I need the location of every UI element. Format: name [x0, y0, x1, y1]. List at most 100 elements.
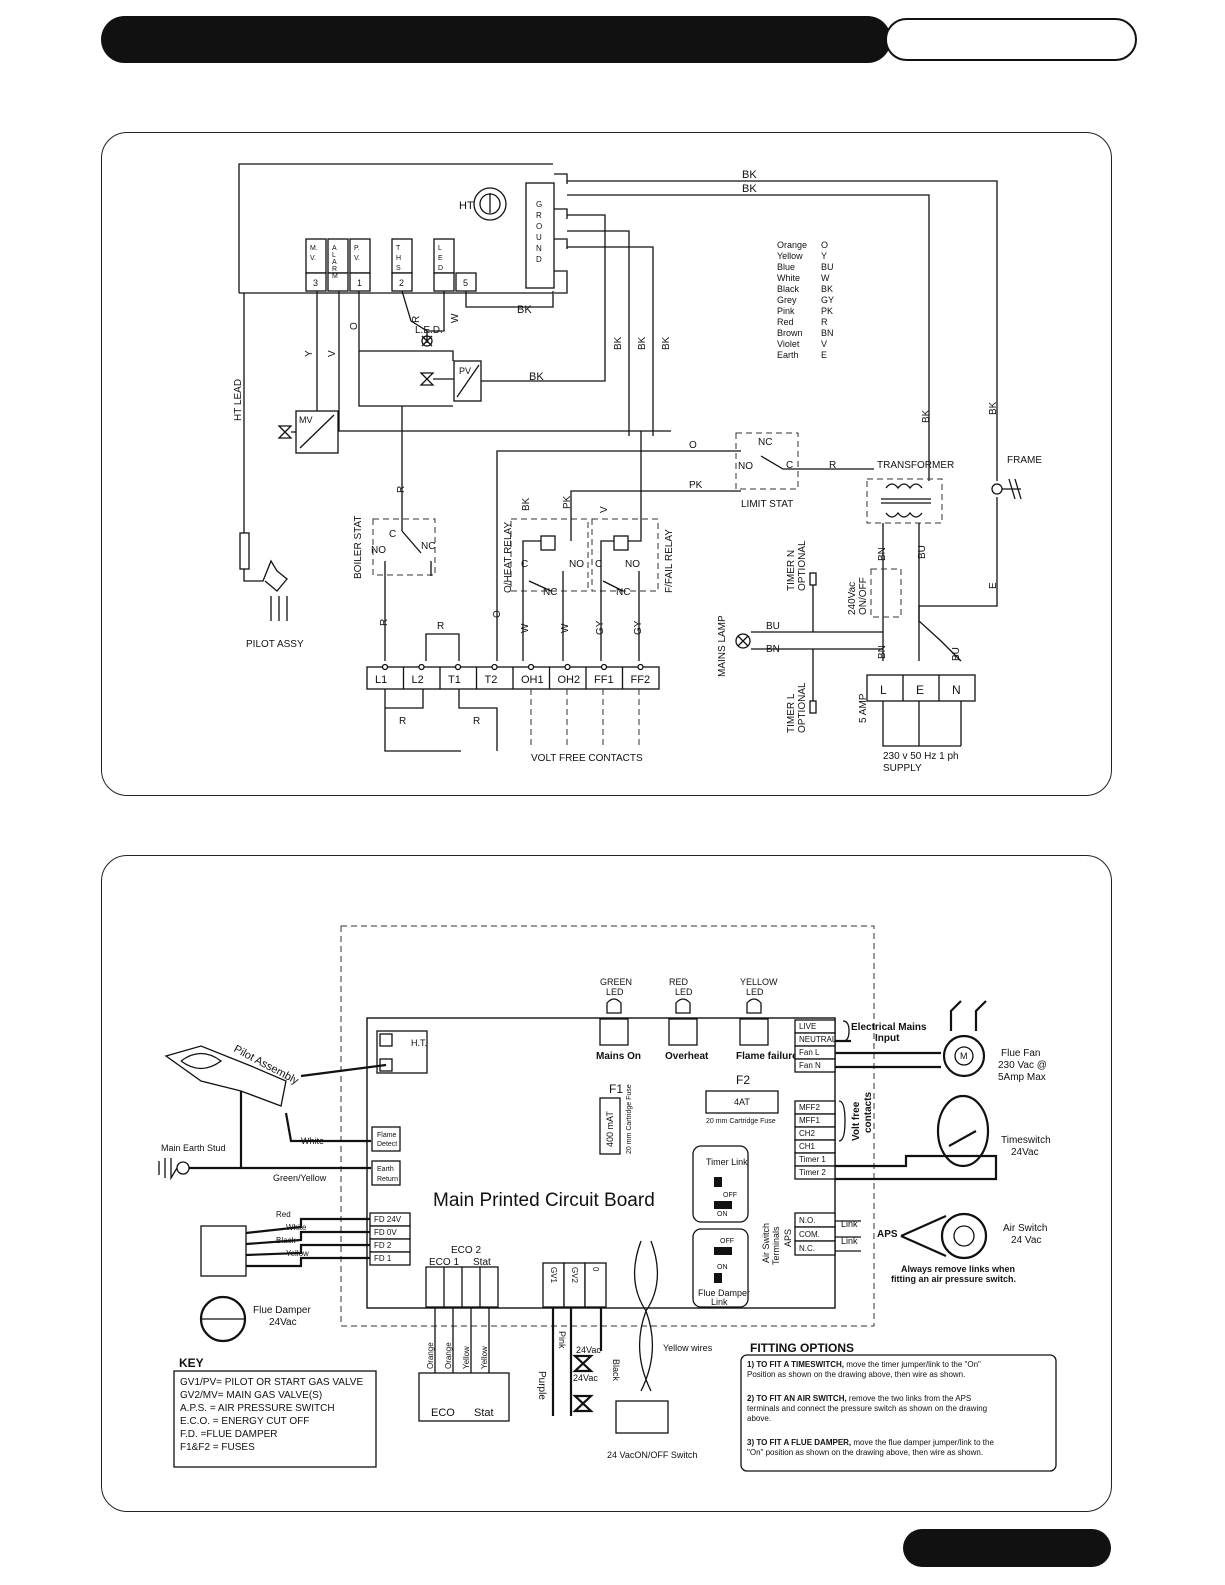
terminal-label: FF2	[631, 674, 651, 686]
svg-text:GV2: GV2	[570, 1267, 579, 1284]
eco-stat-box	[418, 1372, 510, 1422]
fd-wire-label: White	[286, 1223, 307, 1232]
ground-letter: O	[536, 222, 542, 231]
svg-text:FD 0V: FD 0V	[374, 1228, 397, 1237]
control-block-letter: H	[396, 255, 401, 262]
bk-wire-1	[567, 180, 998, 481]
board-title: Main Printed Circuit Board	[433, 1190, 655, 1211]
ground-letter: G	[536, 200, 542, 209]
svg-text:0: 0	[591, 1267, 600, 1272]
control-block-letter: D	[438, 265, 443, 272]
svg-text:5Amp Max: 5Amp Max	[998, 1072, 1046, 1083]
svg-text:BK: BK	[637, 336, 648, 350]
svg-text:O: O	[689, 440, 697, 451]
colour-key-name: Blue	[777, 262, 795, 272]
control-block-letter: R	[332, 266, 337, 273]
svg-text:24Vac: 24Vac	[1011, 1147, 1039, 1158]
svg-text:BU: BU	[917, 545, 928, 559]
svg-text:KEY: KEY	[179, 1356, 204, 1370]
frame-ground	[991, 483, 1003, 495]
svg-text:Stat: Stat	[473, 1257, 491, 1268]
fitting-option: 1) TO FIT A TIMESWITCH, move the timer j…	[747, 1360, 981, 1369]
svg-text:230 Vac @: 230 Vac @	[998, 1060, 1047, 1071]
svg-text:CH1: CH1	[799, 1142, 816, 1151]
svg-text:H.T.: H.T.	[411, 1038, 427, 1048]
svg-text:SUPPLY: SUPPLY	[883, 763, 922, 774]
fitting-option-line: Position as shown on the drawing above, …	[747, 1370, 965, 1379]
colour-key-name: Violet	[777, 339, 800, 349]
svg-text:Flame: Flame	[377, 1132, 397, 1139]
svg-text:Link: Link	[711, 1297, 728, 1307]
timer-n-label: TIMER N	[786, 550, 797, 591]
timer-l-label: OPTIONAL	[797, 682, 808, 733]
mains-terminal	[794, 1058, 836, 1073]
svg-text:Electrical Mains: Electrical Mains	[851, 1022, 927, 1033]
eco-wire-label: Yellow	[480, 1346, 489, 1369]
control-block-letter: M.	[310, 245, 318, 252]
svg-text:BN: BN	[766, 644, 780, 655]
gv-terminal	[584, 1262, 607, 1308]
svg-text:NC: NC	[421, 541, 435, 552]
flue-damper-link[interactable]	[692, 1228, 749, 1308]
header-bar	[101, 16, 891, 63]
ht-label: HT	[459, 200, 474, 212]
svg-text:Mains On: Mains On	[596, 1051, 641, 1062]
svg-text:F2: F2	[736, 1073, 750, 1087]
flue-fan	[942, 1034, 986, 1078]
control-block-letter: S	[396, 265, 401, 272]
svg-text:MFF2: MFF2	[799, 1103, 820, 1112]
limit-stat	[735, 432, 799, 490]
svg-text:V: V	[327, 350, 338, 357]
control-block-number: 2	[399, 278, 404, 288]
onoff-label: 240Vac	[847, 582, 858, 615]
svg-text:BU: BU	[951, 647, 962, 661]
svg-text:O: O	[492, 610, 503, 618]
svg-text:Fan N: Fan N	[799, 1061, 821, 1070]
svg-text:contacts: contacts	[863, 1091, 874, 1133]
svg-text:BK: BK	[742, 183, 757, 195]
svg-text:20 mm Cartridge Fuse: 20 mm Cartridge Fuse	[626, 1084, 633, 1154]
svg-text:Link: Link	[841, 1219, 858, 1229]
svg-text:NEUTRAL: NEUTRAL	[799, 1035, 837, 1044]
svg-text:BOILER STAT: BOILER STAT	[353, 515, 364, 579]
control-block-letter: A	[332, 259, 337, 266]
key-box	[173, 1370, 377, 1468]
key-line: E.C.O. = ENERGY CUT OFF	[180, 1416, 309, 1427]
svg-text:Terminals: Terminals	[771, 1226, 781, 1265]
svg-text:BK: BK	[742, 169, 757, 181]
svg-text:230 v 50 Hz 1 ph: 230 v 50 Hz 1 ph	[883, 751, 959, 762]
svg-text:W: W	[560, 623, 571, 633]
svg-text:NC: NC	[543, 587, 557, 598]
svg-text:Return: Return	[377, 1176, 398, 1183]
fuse-f2	[705, 1090, 779, 1114]
ground-letter: D	[536, 255, 542, 264]
svg-text:BN: BN	[877, 547, 888, 561]
fd-wire-label: Red	[276, 1210, 291, 1219]
svg-text:BK: BK	[921, 409, 932, 423]
svg-text:RED: RED	[669, 977, 689, 987]
svg-text:ON: ON	[717, 1264, 728, 1271]
svg-text:fitting an air pressure switch: fitting an air pressure switch.	[891, 1274, 1016, 1284]
timeswitch	[936, 1094, 990, 1168]
svg-text:Fan L: Fan L	[799, 1048, 820, 1057]
svg-text:Earth: Earth	[377, 1166, 394, 1173]
control-block-number: 3	[313, 278, 318, 288]
svg-text:24 Vac: 24 Vac	[1011, 1235, 1041, 1246]
svg-text:BK: BK	[613, 336, 624, 350]
fitting-option-line: "On" position as shown on the drawing ab…	[747, 1448, 983, 1457]
ground-letter: R	[536, 211, 542, 220]
svg-text:24Vac: 24Vac	[576, 1345, 601, 1355]
key-line: A.P.S. = AIR PRESSURE SWITCH	[180, 1403, 335, 1414]
svg-text:20 mm Cartridge Fuse: 20 mm Cartridge Fuse	[706, 1118, 776, 1125]
control-terminal-block: 5	[455, 272, 477, 292]
svg-text:Always remove links when: Always remove links when	[901, 1264, 1015, 1274]
colour-key-code: V	[821, 339, 827, 349]
colour-key-code: PK	[821, 306, 833, 316]
svg-text:5 AMP: 5 AMP	[858, 693, 869, 723]
svg-text:BK: BK	[517, 304, 532, 316]
colour-key-code: W	[821, 273, 830, 283]
svg-text:NO: NO	[738, 461, 753, 472]
fitting-option: 2) TO FIT AN AIR SWITCH, remove the two …	[747, 1394, 971, 1403]
